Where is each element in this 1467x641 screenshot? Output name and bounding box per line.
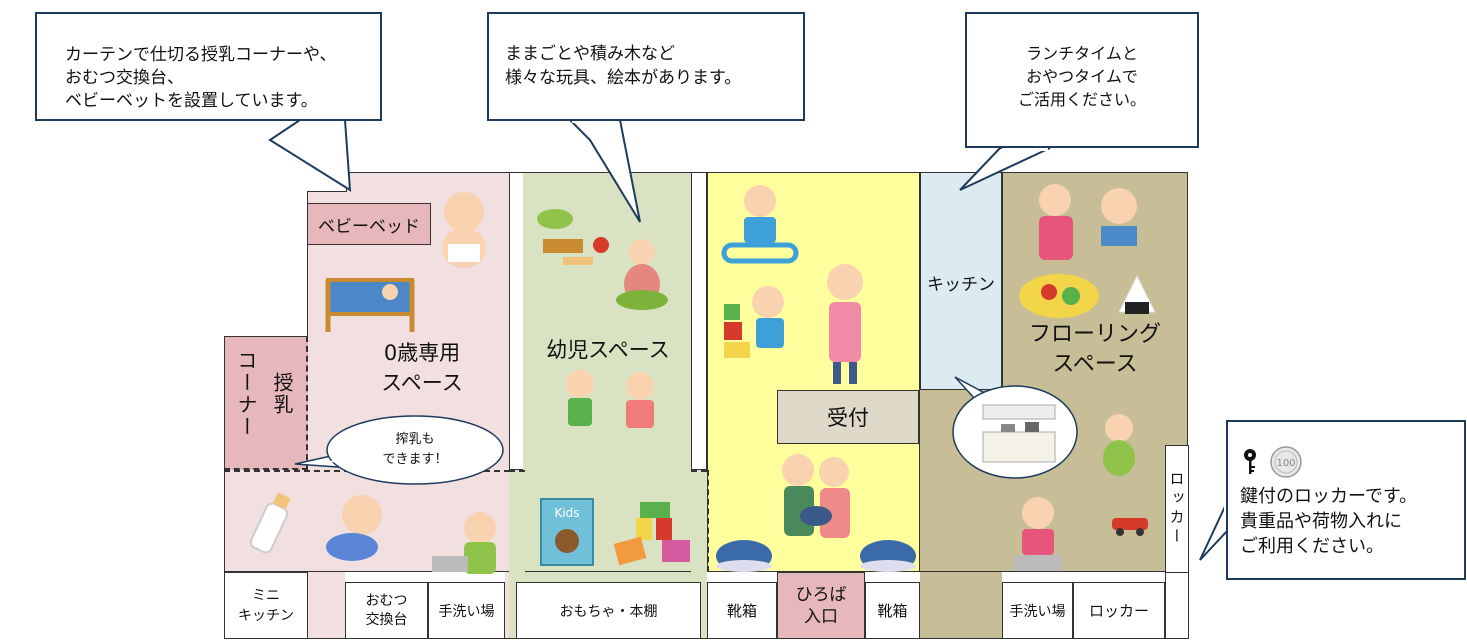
flooring-space-line1: フローリング [1028, 322, 1161, 347]
baby-illustration-icon [442, 192, 486, 268]
pumping-bubble-text: 搾乳も できます！ [360, 430, 470, 470]
family-icon [782, 454, 850, 538]
bubble-kitchen-line1: ランチタイムと [1026, 44, 1138, 63]
coin-icon: 100 [1270, 446, 1302, 478]
sitting-baby-icon [1103, 414, 1135, 476]
toy-bookshelf: おもちゃ・本棚 [516, 582, 701, 639]
locker-bottom[interactable]: ロッカー [1073, 582, 1165, 639]
bubble-locker-line1: 鍵付のロッカーです。 [1240, 486, 1418, 507]
flooring-space-line2: スペース [1052, 352, 1138, 377]
diaper-table-line1: おむつ [365, 592, 408, 609]
toy-blocks-icon [613, 502, 690, 566]
infant-space-line1: 0歳専用 [383, 341, 461, 365]
pumping-line2: できます！ [382, 452, 448, 467]
bubble-locker: 鍵付のロッカーです。 貴重品や荷物入れに ご利用ください。 [1226, 420, 1466, 580]
infant-space-label: 0歳専用 スペース [352, 338, 492, 398]
mini-kitchen-line2: キッチン [238, 607, 294, 624]
bubble-locker-line3: ご利用ください。 [1240, 536, 1384, 557]
bubble-kitchen-line2: おやつタイムで [1026, 67, 1138, 86]
nursing-corner-box [224, 336, 308, 470]
crawling-baby-icon [326, 495, 382, 561]
shoe-left-icon [716, 540, 772, 572]
play-kitchen-toys-icon [537, 209, 609, 265]
nursing-corner-label-left: コーナー [234, 350, 258, 438]
crib-icon [325, 278, 415, 332]
flooring-space-label: フローリング スペース [1005, 320, 1185, 380]
pumping-bubble-shape [294, 415, 504, 485]
bubble-nursing-corner: カーテンで仕切る授乳コーナーや、 おむつ交換台、 ベビーベットを設置しています。 [35, 12, 382, 121]
plaza-entrance[interactable]: ひろば 入口 [777, 572, 865, 639]
staff-woman-icon [827, 264, 863, 384]
reception-desk[interactable]: 受付 [777, 390, 919, 444]
diaper-table-line2: 交換台 [365, 611, 408, 628]
kitchen-area [920, 172, 1002, 390]
bubble-toys: ままごとや積み木など 様々な玩具、絵本があります。 [487, 12, 805, 121]
mother-sitting-icon [616, 239, 668, 310]
bubble-nursing-line3: ベビーベットを設置しています。 [65, 91, 318, 111]
bento-lunch-icon [1019, 274, 1156, 318]
baby-bed-label: ベビーベッド [307, 203, 431, 245]
feeding-mother-icon [1039, 184, 1137, 260]
shoe-right-icon [860, 540, 916, 572]
wall-right-pillar [691, 172, 707, 470]
toddler-left-strip [509, 470, 525, 572]
bubble-toys-line2: 様々な玩具、絵本があります。 [505, 68, 742, 88]
bottom-strip-flooring [920, 572, 1002, 639]
toddler-right-strip [691, 470, 707, 572]
toddler-space-label: 幼児スペース [546, 338, 670, 362]
book-title: Kids [554, 506, 579, 520]
child-train-icon [721, 185, 799, 264]
handwash-child-icon [432, 512, 496, 574]
bubble-kitchen: ランチタイムと おやつタイムで ご活用ください。 [965, 12, 1199, 148]
child-blocks-icon [724, 286, 784, 358]
kids-book-icon: Kids [540, 498, 594, 566]
dashed-divider-yellow [707, 470, 709, 572]
shoe-rack-left: 靴箱 [707, 582, 777, 639]
locker-bottom-end [1165, 572, 1189, 639]
jumping-kids-icon [566, 370, 654, 428]
bubble-locker-line2: 貴重品や荷物入れに [1240, 511, 1402, 532]
handwash-right: 手洗い場 [1002, 582, 1073, 639]
locker-side[interactable]: ロッカー [1165, 445, 1189, 573]
handwash-girl-icon [1014, 497, 1062, 571]
coin-label: 100 [1276, 458, 1295, 469]
mini-kitchen: ミニ キッチン [224, 572, 308, 639]
handwash-left: 手洗い場 [428, 582, 505, 639]
shoe-rack-right: 靴箱 [865, 582, 920, 639]
nursing-corner-label-right: 授乳 [270, 372, 294, 416]
entrance-line1: ひろば [795, 584, 847, 605]
kitchen-label: キッチン [927, 274, 995, 295]
kitchen-illustration-bubble [952, 376, 1078, 479]
pumping-line1: 搾乳も [395, 432, 435, 447]
toy-car-icon [1112, 518, 1148, 536]
diaper-table: おむつ 交換台 [345, 582, 428, 639]
bubble-kitchen-line3: ご活用ください。 [1017, 90, 1146, 109]
key-icon [1244, 449, 1256, 474]
bubble-nursing-line1: カーテンで仕切る授乳コーナーや、 [65, 45, 337, 65]
bubble-nursing-line2: おむつ交換台、 [65, 68, 184, 88]
bubble-toys-line1: ままごとや積み木など [505, 44, 675, 64]
mini-kitchen-line1: ミニ [252, 587, 280, 604]
entrance-line2: 入口 [804, 606, 838, 627]
infant-space-line2: スペース [381, 371, 463, 395]
bottom-strip-infant [308, 572, 345, 639]
baby-bottle-icon [249, 492, 291, 554]
